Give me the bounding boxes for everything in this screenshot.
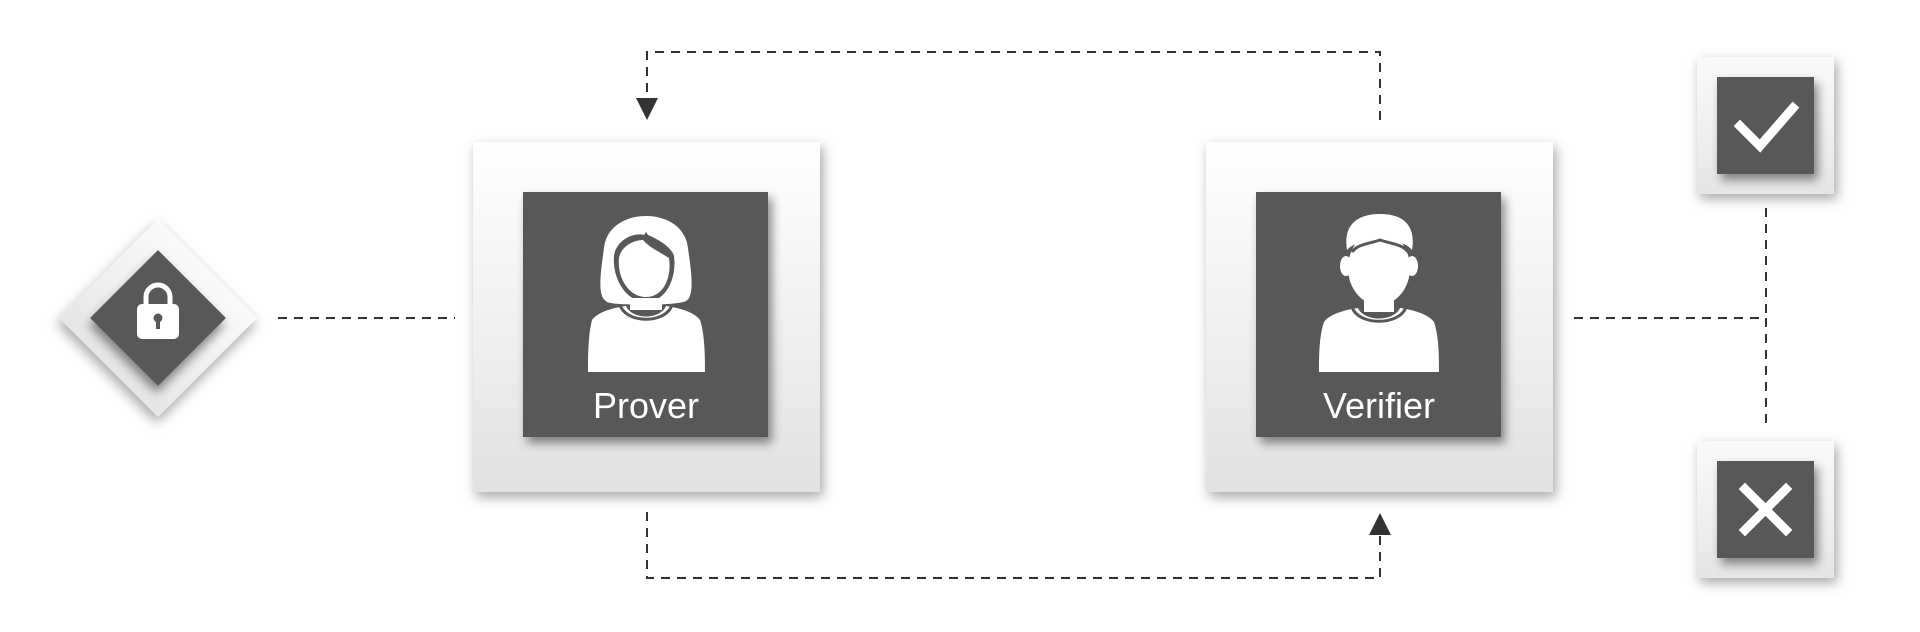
edge-verifier-to-prover [646,51,1381,120]
lock-icon [137,282,179,339]
accept-node [1697,57,1834,194]
accept-tile [1717,77,1814,174]
woman-avatar-icon [588,216,705,372]
man-avatar-icon [1319,214,1439,372]
lock-node [59,219,257,417]
verifier-node: Verifier [1206,142,1553,492]
cross-icon [1738,482,1793,537]
prover-label: Prover [593,385,699,426]
checkmark-icon [1733,101,1800,153]
edge-prover-to-verifier [646,512,1381,579]
arrowhead-into-verifier [1369,513,1391,535]
reject-node [1697,441,1834,578]
arrowhead-into-prover [636,98,658,120]
prover-node: Prover [473,142,820,492]
verifier-label: Verifier [1323,385,1435,426]
connectors [278,51,1767,579]
